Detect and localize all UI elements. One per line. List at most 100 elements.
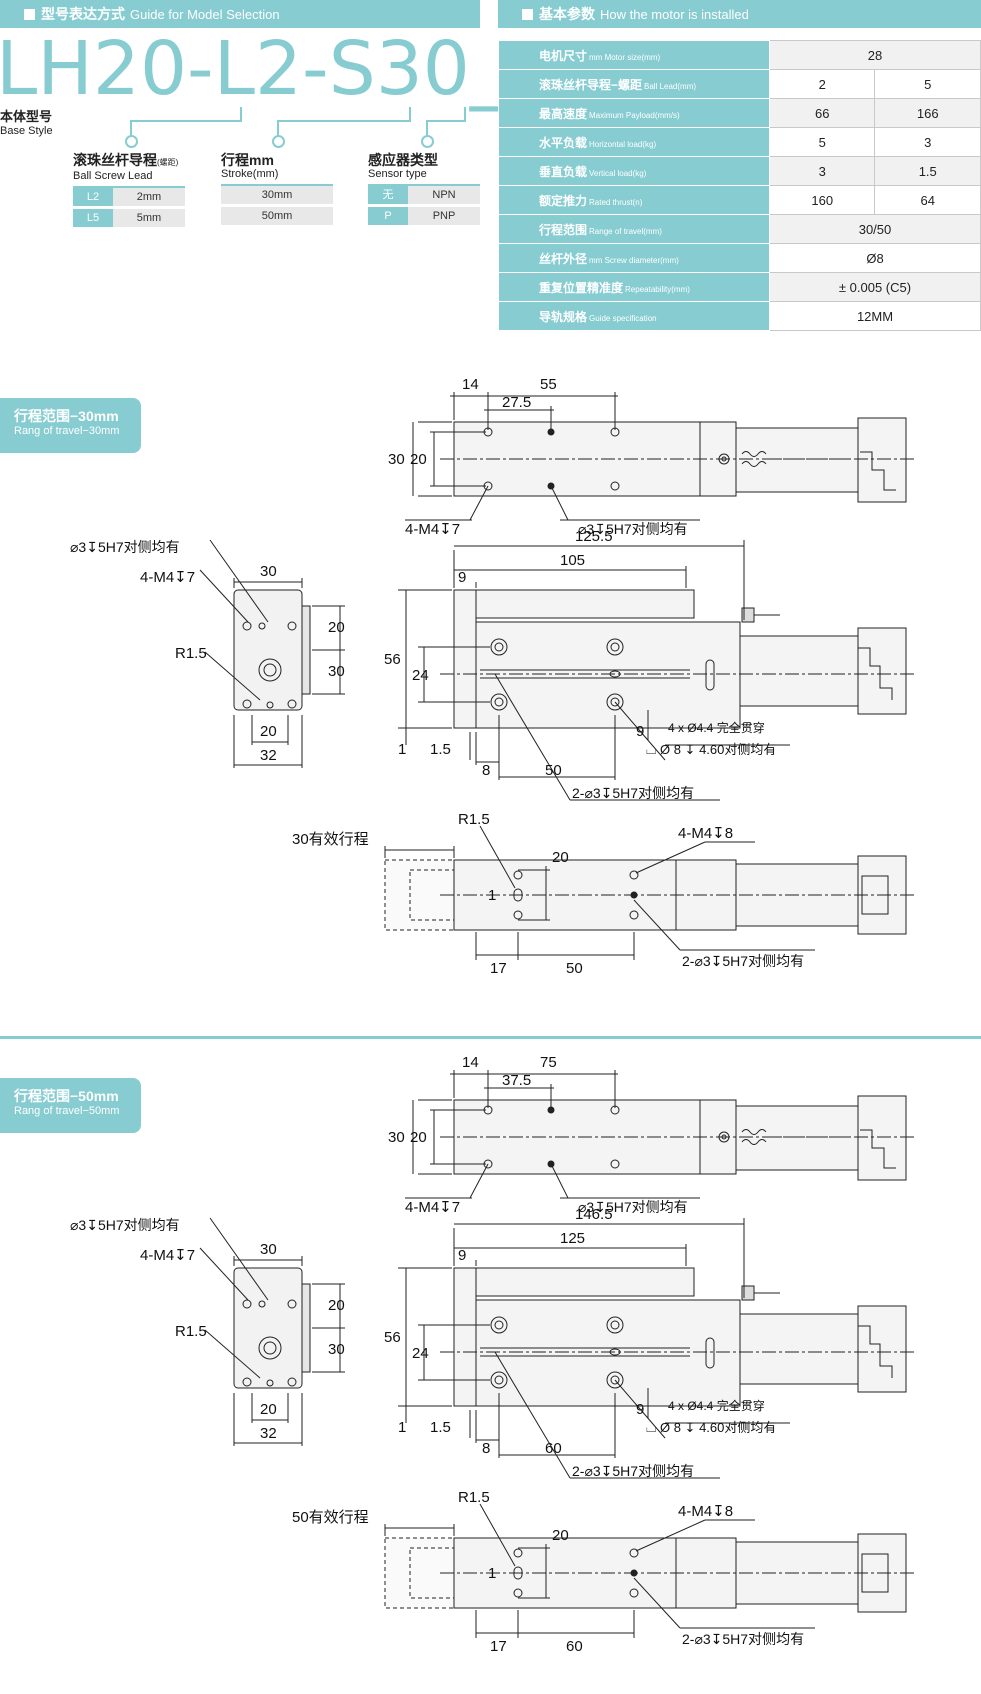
leader-dot: [272, 135, 285, 148]
dim-label: 4-M4↧8: [678, 1503, 733, 1520]
dim-label: 30: [260, 563, 277, 580]
dim-label: 30有效行程: [292, 831, 369, 848]
dim-label: R1.5: [458, 1489, 490, 1506]
dim-label: ⌀3↧5H7对侧均有: [70, 1217, 180, 1233]
dim-label: 37.5: [502, 1072, 531, 1089]
dim-label: 27.5: [502, 394, 531, 411]
dim-label: 75: [540, 1054, 557, 1071]
dim-label: 1.5: [430, 741, 451, 758]
end-view: [199, 1217, 345, 1446]
dim-label: 9: [458, 1247, 466, 1264]
dimension-labels: 14 55 27.5 30 20 4-M4↧7 ⌀3↧5H7对侧均有 ⌀3↧5H…: [70, 376, 804, 977]
dim-label: 56: [384, 1329, 401, 1346]
param-value: ± 0.005 (C5): [769, 272, 981, 302]
param-value: 28: [769, 40, 981, 70]
dim-label: 24: [412, 1345, 429, 1362]
dim-label: 30: [260, 1241, 277, 1258]
dim-label: 17: [490, 960, 507, 977]
dim-label: 32: [260, 1425, 277, 1442]
dim-label: 50: [545, 762, 562, 779]
param-value: 3: [874, 127, 981, 157]
drawing-50mm: 14 75 37.5 30 20 4-M4↧7 ⌀3↧5H7对侧均有 ⌀3↧5H…: [0, 1048, 981, 1688]
dim-label: 2-⌀3↧5H7对侧均有: [682, 1631, 804, 1647]
dim-label: 9: [636, 1401, 644, 1418]
dim-label: 2-⌀3↧5H7对侧均有: [572, 1463, 694, 1479]
dim-label: 2-⌀3↧5H7对侧均有: [572, 785, 694, 801]
leader-line: [409, 107, 411, 122]
dim-label: 20: [260, 1401, 277, 1418]
technical-drawing: 14 75 37.5 30 20 4-M4↧7 ⌀3↧5H7对侧均有 ⌀3↧5H…: [70, 1054, 915, 1655]
dim-label: 55: [540, 376, 557, 393]
top-view: [405, 1070, 915, 1199]
side-view: [398, 540, 915, 801]
param-value: 3: [768, 156, 876, 186]
dim-label: 20: [260, 723, 277, 740]
param-value: 12MM: [769, 301, 981, 331]
option-stroke: 行程mm Stroke(mm) 30mm 50mm: [221, 153, 333, 225]
param-value: Ø8: [769, 243, 981, 273]
travel-range-tag-30: 行程范围−30mm Rang of travel−30mm: [0, 398, 141, 453]
drawing-30mm: 14 55 27.5 30 20 4-M4↧7 ⌀3↧5H7对侧均有 ⌀3↧5H…: [0, 370, 981, 1010]
dim-label: R1.5: [175, 1323, 207, 1340]
dim-label: ⌀3↧5H7对侧均有: [578, 1199, 688, 1215]
dim-label: 14: [462, 376, 479, 393]
bottom-view: [384, 1503, 915, 1638]
dim-label: 30: [328, 1341, 345, 1358]
option-row: 50mm: [221, 207, 333, 225]
dim-label: ⌀3↧5H7对侧均有: [70, 539, 180, 555]
option-row: 30mm: [221, 184, 333, 204]
param-value: 66: [768, 98, 876, 128]
dim-label: 14: [462, 1054, 479, 1071]
base-style-label: 本体型号 Base Style: [0, 109, 53, 138]
dim-label: 8: [482, 762, 490, 779]
dim-label: 1: [398, 741, 406, 758]
dim-label: 146.5: [575, 1206, 613, 1223]
dim-label: 32: [260, 747, 277, 764]
dim-label: 4-M4↧7: [405, 1199, 460, 1216]
dim-label: 50: [566, 960, 583, 977]
leader-line: [277, 120, 279, 138]
dim-label: 125: [560, 1230, 585, 1247]
dim-label: 4-M4↧8: [678, 825, 733, 842]
dim-label: ⌴ Ø 8 ↧ 4.60对侧均有: [646, 742, 776, 757]
leader-line: [426, 120, 466, 122]
param-value: 160: [768, 185, 876, 215]
dim-label: 20: [410, 451, 427, 468]
leader-line: [464, 107, 466, 122]
bottom-view: [384, 825, 915, 960]
dim-label: 30: [388, 1129, 405, 1146]
param-value: 64: [874, 185, 981, 215]
leader-dot: [125, 135, 138, 148]
dim-label: 56: [384, 651, 401, 668]
leader-line: [240, 107, 242, 122]
end-view: [199, 539, 345, 768]
param-value: 5: [874, 69, 981, 99]
dim-label: 20: [552, 849, 569, 866]
dim-label: 60: [545, 1440, 562, 1457]
square-bullet-icon: [522, 9, 533, 20]
dim-label: R1.5: [175, 645, 207, 662]
dim-label: 20: [552, 1527, 569, 1544]
dim-label: 4 x Ø4.4 完全贯穿: [668, 1398, 765, 1413]
dim-label: 50有效行程: [292, 1509, 369, 1526]
square-bullet-icon: [24, 9, 35, 20]
leader-line: [426, 120, 428, 138]
dim-label: 4-M4↧7: [405, 521, 460, 538]
param-value: 166: [874, 98, 981, 128]
